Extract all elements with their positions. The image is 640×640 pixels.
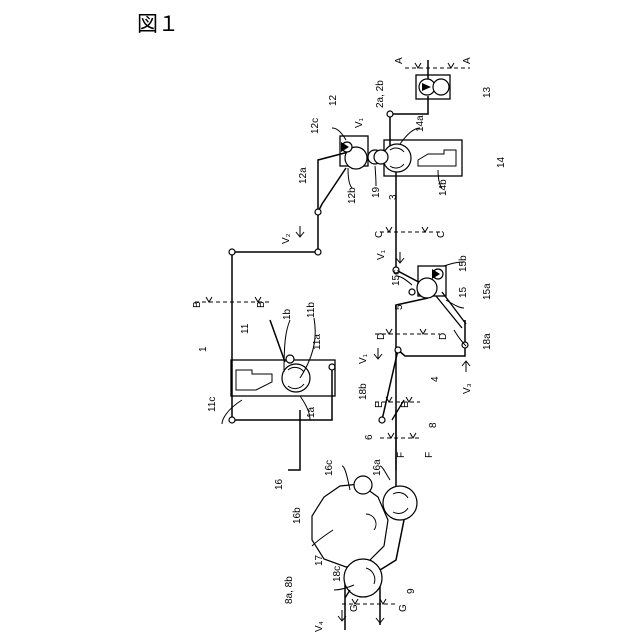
label-12a: 12a bbox=[298, 167, 309, 184]
label-2a2b: 2a, 2b bbox=[375, 80, 386, 108]
label-V1b: V₁ bbox=[376, 249, 387, 260]
label-V1c: V₁ bbox=[358, 353, 369, 364]
label-14a: 14a bbox=[415, 115, 426, 132]
label-1b: 1b bbox=[282, 308, 293, 320]
label-16b: 16b bbox=[292, 507, 303, 524]
label-18c: 18c bbox=[332, 566, 343, 582]
label-16c: 16c bbox=[324, 460, 335, 476]
unit-11 bbox=[231, 355, 335, 396]
label-6: 6 bbox=[364, 434, 375, 440]
label-11: 11 bbox=[240, 323, 251, 334]
label-12b: 12b bbox=[347, 187, 358, 204]
label-G2: G bbox=[398, 604, 409, 612]
label-15: 15 bbox=[458, 286, 469, 298]
label-12: 12 bbox=[328, 94, 339, 106]
unit-14 bbox=[383, 140, 462, 176]
label-11b: 11b bbox=[306, 302, 317, 318]
label-18a: 18a bbox=[482, 333, 493, 350]
label-17: 17 bbox=[314, 554, 325, 566]
label-8a8b: 8a, 8b bbox=[284, 576, 295, 604]
label-D1: D bbox=[376, 333, 387, 340]
label-5: 5 bbox=[394, 304, 405, 310]
label-11a: 11a bbox=[312, 334, 323, 350]
label-14: 14 bbox=[496, 156, 507, 168]
label-E1: E bbox=[374, 401, 385, 408]
label-3: 3 bbox=[388, 194, 399, 200]
label-11c: 11c bbox=[207, 397, 218, 412]
label-4: 4 bbox=[430, 376, 441, 382]
label-V1a: V₁ bbox=[354, 117, 365, 128]
label-F1: F bbox=[396, 452, 407, 458]
unit-13 bbox=[416, 75, 450, 99]
label-15a: 15a bbox=[482, 283, 493, 300]
label-16: 16 bbox=[274, 478, 285, 490]
label-V4: V₄ bbox=[314, 621, 325, 632]
label-G1: G bbox=[349, 604, 360, 612]
label-A2: A bbox=[462, 57, 473, 64]
unit-17 bbox=[344, 559, 382, 598]
label-B2: B bbox=[256, 301, 267, 308]
label-14b: 14b bbox=[438, 179, 449, 196]
rails bbox=[392, 400, 404, 470]
label-V3: V₃ bbox=[462, 383, 473, 394]
label-E2: E bbox=[400, 401, 411, 408]
label-8: 8 bbox=[428, 422, 439, 428]
label-C2: C bbox=[436, 231, 447, 238]
label-C1: C bbox=[374, 231, 385, 238]
label-1a: 1a bbox=[306, 406, 317, 418]
label-12c: 12c bbox=[310, 118, 321, 134]
label-19: 19 bbox=[371, 186, 382, 198]
label-B1: B bbox=[192, 301, 203, 308]
unit-12 bbox=[340, 136, 388, 169]
label-1: 1 bbox=[198, 346, 209, 352]
label-F2: F bbox=[424, 452, 435, 458]
label-16a: 16a bbox=[372, 459, 383, 476]
label-V2: V₂ bbox=[281, 233, 292, 244]
label-D2: D bbox=[438, 333, 449, 340]
label-18b: 18b bbox=[358, 383, 369, 400]
unit-16 bbox=[312, 476, 417, 567]
label-13: 13 bbox=[482, 86, 493, 98]
label-15b: 15b bbox=[458, 255, 469, 272]
label-A1: A bbox=[394, 57, 405, 64]
label-15c: 15c bbox=[391, 270, 402, 286]
label-9: 9 bbox=[406, 588, 417, 594]
